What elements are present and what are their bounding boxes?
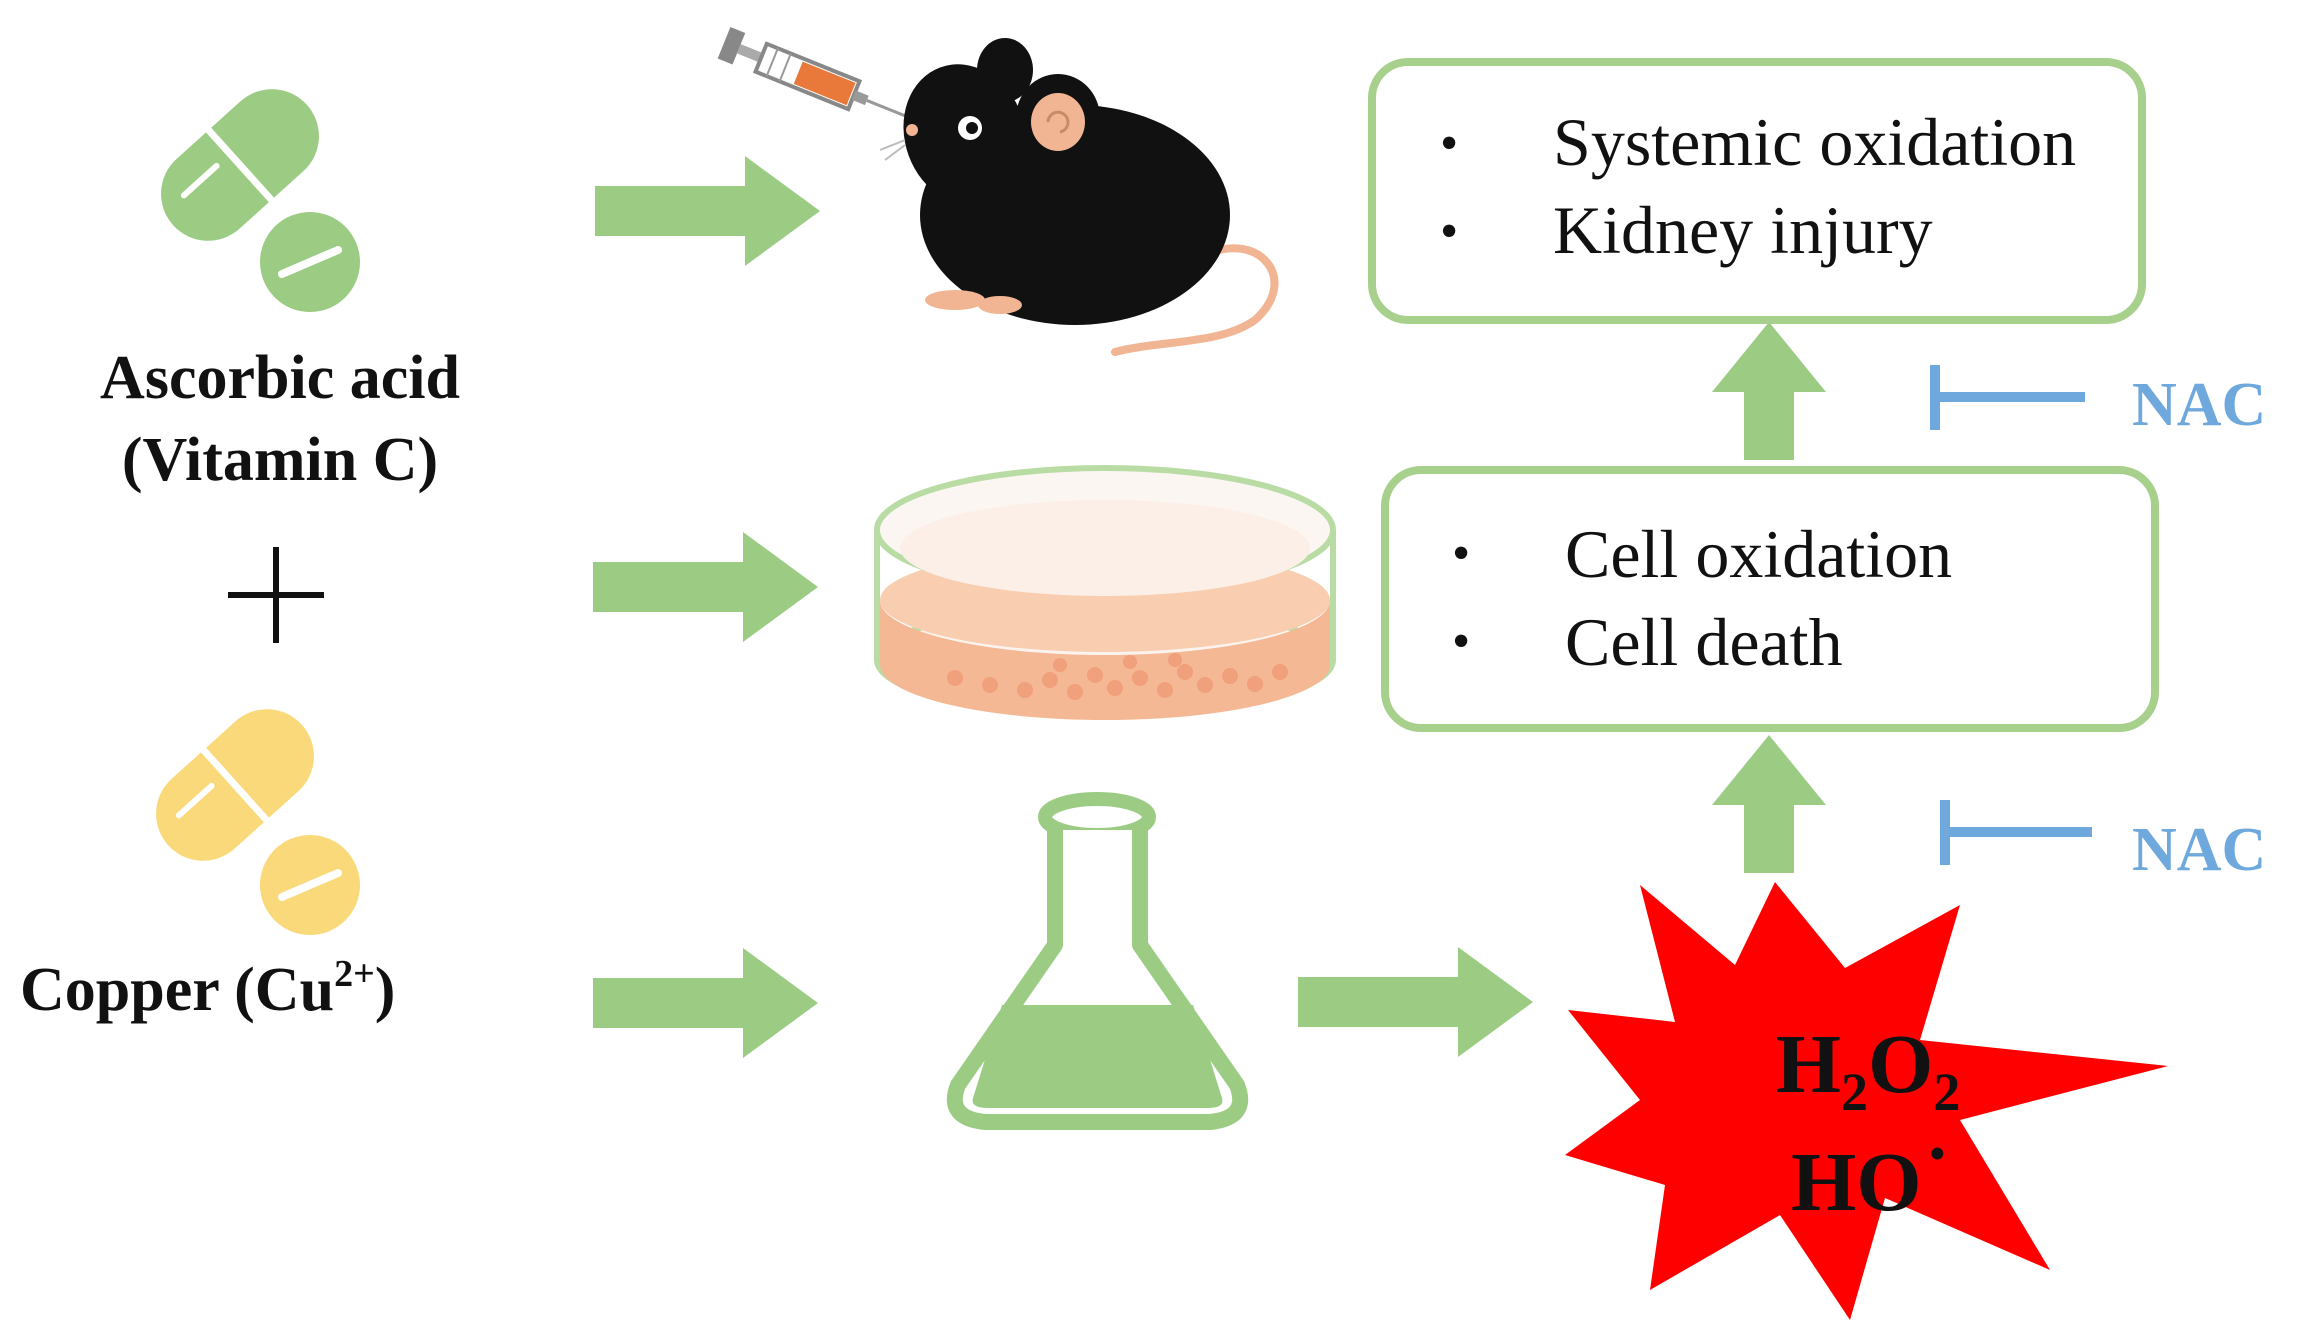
copper-pill-icon: [156, 709, 360, 935]
arrow-to-ros: [1298, 947, 1533, 1057]
arrow-to-mouse: [595, 156, 820, 266]
nac-inhibitor-lower: NAC: [1940, 800, 2266, 884]
mouse-icon: [879, 38, 1279, 356]
nac-label-lower: NAC: [2132, 816, 2266, 884]
cellular-bullet-2: •: [1452, 613, 1470, 670]
arrow-up-ros-to-cell: [1712, 735, 1826, 873]
vitamin-c-label-line1: Ascorbic acid: [100, 344, 460, 412]
systemic-item-systemic-oxidation: Systemic oxidation: [1553, 104, 2076, 180]
h2o2-label: H2O2: [1776, 1018, 1961, 1122]
systemic-bullet-1: •: [1440, 115, 1458, 172]
cellular-bullet-1: •: [1452, 525, 1470, 582]
arrow-to-flask: [593, 948, 818, 1058]
systemic-effects-box: • Systemic oxidation • Kidney injury: [1368, 58, 2146, 324]
nac-inhibitor-upper: NAC: [1930, 365, 2266, 439]
vitamin-c-pill-icon: [161, 89, 360, 312]
petri-dish-icon: [874, 465, 1336, 720]
systemic-bullet-2: •: [1440, 203, 1458, 260]
plus-sign: [228, 547, 324, 643]
syringe-icon: [717, 26, 906, 118]
erlenmeyer-flask-icon: [946, 792, 1249, 1130]
hydroxyl-radical-label: HO•: [1791, 1129, 1945, 1229]
arrow-up-cell-to-systemic: [1712, 322, 1826, 460]
cellular-item-cell-death: Cell death: [1565, 604, 1843, 680]
cellular-item-cell-oxidation: Cell oxidation: [1565, 516, 1952, 592]
vitamin-c-label-line2: (Vitamin C): [122, 426, 438, 494]
cellular-effects-box: • Cell oxidation • Cell death: [1381, 466, 2159, 732]
copper-label: Copper (Cu2+): [20, 953, 395, 1024]
systemic-item-kidney-injury: Kidney injury: [1553, 192, 1933, 268]
ros-burst-icon: [1565, 882, 2168, 1320]
nac-label-upper: NAC: [2132, 371, 2266, 439]
arrow-to-dish: [593, 532, 818, 642]
